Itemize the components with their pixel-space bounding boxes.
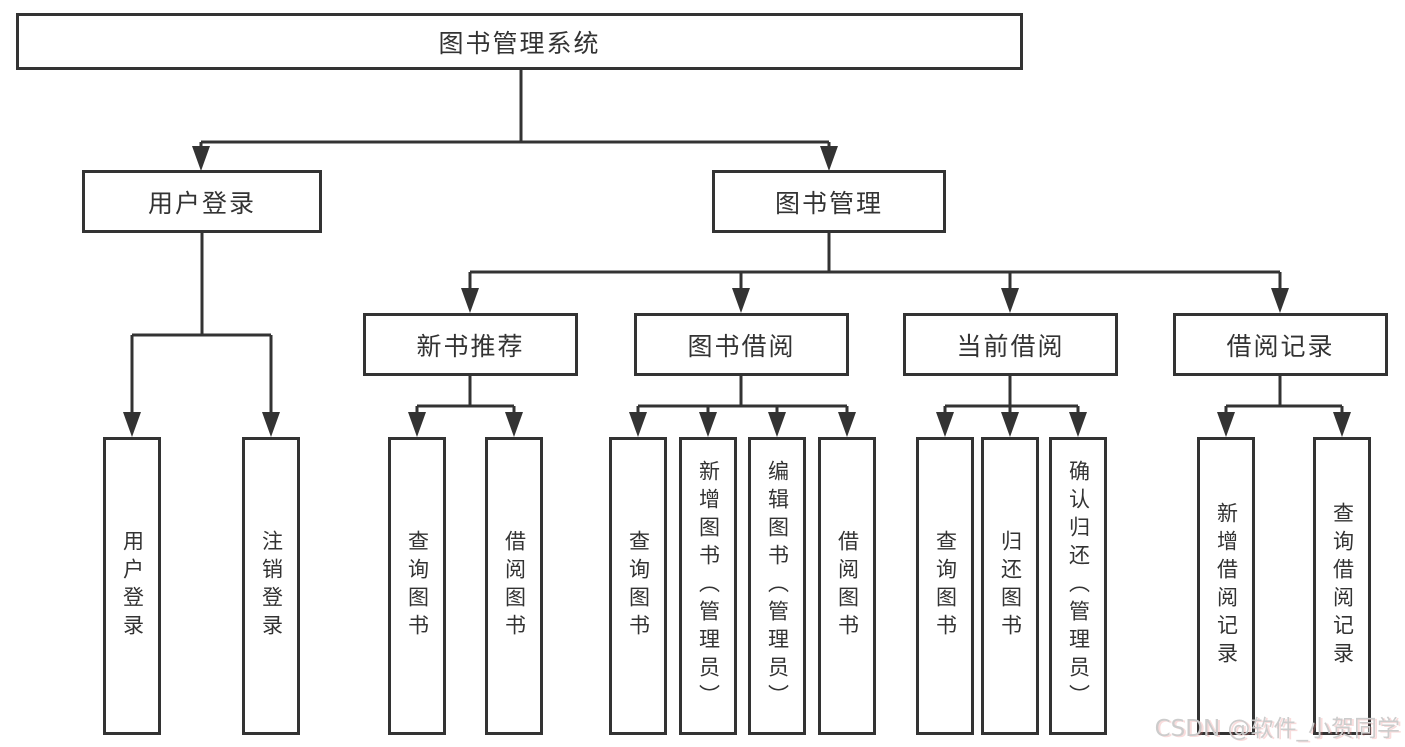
node-borrow-records: 借阅记录: [1173, 313, 1388, 376]
leaf-label: 编辑图书（管理员）: [765, 460, 790, 712]
leaf-label: 新增借阅记录: [1214, 502, 1239, 670]
node-new-book-recommend: 新书推荐: [363, 313, 578, 376]
leaf-label: 注销登录: [259, 530, 284, 642]
node-label: 图书管理系统: [438, 28, 601, 58]
node-label: 用户登录: [147, 188, 256, 218]
leaf-logout: 注销登录: [242, 437, 300, 735]
leaf-label: 查询借阅记录: [1330, 502, 1355, 670]
node-book-borrow: 图书借阅: [634, 313, 849, 376]
node-user-login: 用户登录: [82, 170, 322, 233]
leaf-label: 借阅图书: [835, 530, 860, 642]
node-label: 当前借阅: [956, 331, 1065, 361]
node-current-borrow: 当前借阅: [903, 313, 1118, 376]
node-label: 借阅记录: [1226, 331, 1335, 361]
leaf-borrow-books-recommend: 借阅图书: [485, 437, 543, 735]
leaf-return-books: 归还图书: [981, 437, 1039, 735]
leaf-edit-books-admin: 编辑图书（管理员）: [748, 437, 806, 735]
leaf-label: 查询图书: [933, 530, 958, 642]
leaf-confirm-return-admin: 确认归还（管理员）: [1049, 437, 1107, 735]
node-label: 图书管理: [774, 188, 883, 218]
leaf-query-books-recommend: 查询图书: [388, 437, 446, 735]
leaf-label: 查询图书: [405, 530, 430, 642]
node-book-management: 图书管理: [712, 170, 946, 233]
leaf-add-books-admin: 新增图书（管理员）: [679, 437, 737, 735]
leaf-user-login: 用户登录: [103, 437, 161, 735]
node-label: 图书借阅: [687, 331, 796, 361]
leaf-label: 借阅图书: [502, 530, 527, 642]
leaf-borrow-books: 借阅图书: [818, 437, 876, 735]
leaf-label: 新增图书（管理员）: [696, 460, 721, 712]
leaf-label: 归还图书: [998, 530, 1023, 642]
leaf-label: 查询图书: [626, 530, 651, 642]
arrowheads: [123, 146, 1351, 437]
leaf-label: 确认归还（管理员）: [1066, 460, 1091, 712]
node-label: 新书推荐: [416, 331, 525, 361]
leaf-add-borrow-record: 新增借阅记录: [1197, 437, 1255, 735]
leaf-query-borrow-record: 查询借阅记录: [1313, 437, 1371, 735]
leaf-query-books-current: 查询图书: [916, 437, 974, 735]
node-system-root: 图书管理系统: [16, 13, 1023, 70]
leaf-label: 用户登录: [120, 530, 145, 642]
watermark: CSDN @软件_小贺同学: [1154, 716, 1400, 742]
leaf-query-books-borrow: 查询图书: [609, 437, 667, 735]
